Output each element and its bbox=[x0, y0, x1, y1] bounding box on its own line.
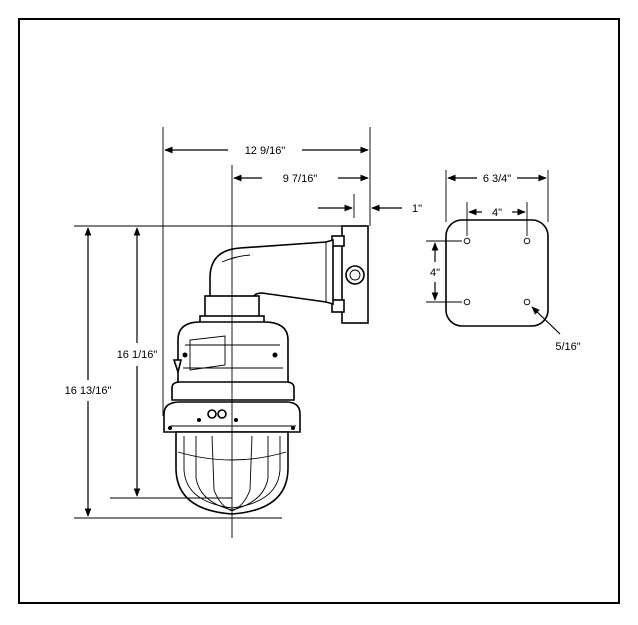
mounting-hole bbox=[463, 298, 471, 306]
label-overall-height: 16 13/16" bbox=[65, 385, 112, 397]
dimension-labels: 12 9/16" 9 7/16" 1" 16 1/16" 16 13/16" bbox=[65, 145, 422, 397]
mounting-hole bbox=[463, 237, 471, 245]
dimension-lines bbox=[74, 127, 402, 519]
label-mount-depth: 1" bbox=[412, 203, 422, 215]
mounting-plate bbox=[445, 219, 549, 327]
camera-assembly bbox=[163, 225, 369, 515]
mounting-plate-view: 6 3/4" 4" 4" 5/16" bbox=[426, 170, 581, 353]
drawing-border bbox=[18, 18, 620, 604]
mounting-hole bbox=[523, 237, 531, 245]
label-overall-width: 12 9/16" bbox=[245, 145, 286, 157]
mounting-hole bbox=[523, 298, 531, 306]
wall-arm bbox=[209, 238, 334, 306]
label-arm-reach: 9 7/16" bbox=[283, 173, 318, 185]
label-hole-size: 5/16" bbox=[555, 341, 580, 353]
label-height-to-dome: 16 1/16" bbox=[117, 349, 158, 361]
wall-mount-block bbox=[331, 225, 369, 324]
camera-housing bbox=[172, 321, 289, 386]
label-plate-width: 6 3/4" bbox=[483, 173, 511, 185]
label-hole-spacing-v: 4" bbox=[430, 267, 440, 279]
label-hole-spacing-h: 4" bbox=[492, 207, 502, 219]
